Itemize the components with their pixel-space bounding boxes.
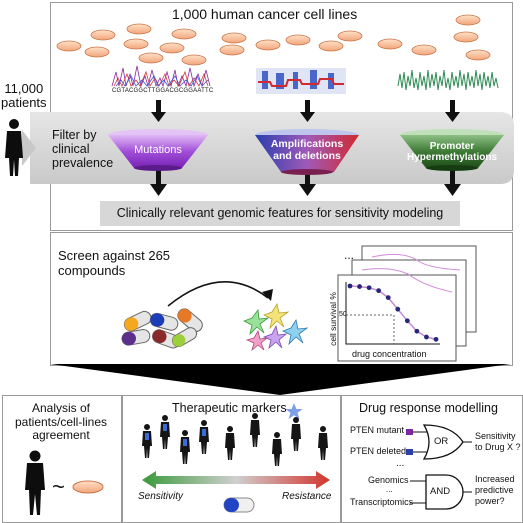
screen-arrowhead bbox=[262, 289, 273, 301]
or-gate-label: OR bbox=[434, 436, 449, 447]
chart-point bbox=[376, 288, 382, 294]
chart-axes bbox=[345, 282, 440, 345]
petri-dish-icon bbox=[72, 480, 104, 494]
genomics-label: Genomics bbox=[368, 475, 409, 485]
sensitivity-label: Sensitivity bbox=[138, 491, 184, 502]
chart-ellipsis: ... bbox=[344, 248, 355, 262]
patient-silhouette-icon bbox=[5, 119, 23, 176]
chart-ytick-50: 50 bbox=[339, 311, 347, 318]
sensitivity-resistance-arrow bbox=[142, 471, 330, 489]
chart-point bbox=[424, 334, 429, 340]
or-gate-icon bbox=[406, 424, 472, 460]
funnel-label-amplifications: Amplifications and deletions bbox=[270, 138, 344, 162]
funnel-label-methylation: Promoter Hypermethylations bbox=[406, 141, 498, 163]
patients-label: 11,000 patients bbox=[1, 81, 47, 110]
star-icon bbox=[285, 403, 303, 419]
chart-point bbox=[366, 285, 372, 291]
resistance-label: Resistance bbox=[282, 491, 332, 502]
petri-dishes bbox=[56, 14, 491, 66]
chart-point bbox=[357, 284, 362, 289]
feature-arrows bbox=[150, 100, 461, 196]
pills-icon bbox=[121, 308, 203, 349]
dose-response-cards bbox=[337, 245, 477, 362]
modelling-title: Drug response modelling bbox=[359, 401, 498, 415]
dose-response-chart bbox=[345, 282, 440, 345]
features-label: Clinically relevant genomic features for… bbox=[116, 206, 444, 220]
chart-ylabel: cell survival % bbox=[327, 292, 338, 346]
chart-point bbox=[433, 336, 439, 342]
tilde: ~ bbox=[52, 474, 65, 499]
and-gate-icon bbox=[410, 474, 472, 510]
patient-icon-small bbox=[25, 450, 45, 515]
chart-xlabel: drug concentration bbox=[352, 349, 427, 359]
filter-label: Filter by clinical prevalence bbox=[52, 128, 114, 170]
screen-arrow bbox=[167, 281, 269, 307]
dna-sequence: CGTACGGCTTGGACGCGGAATTC bbox=[112, 88, 214, 94]
methylation-signal-icon bbox=[397, 69, 499, 91]
genomics-dots: ... bbox=[386, 485, 393, 494]
chart-point bbox=[347, 283, 353, 289]
markers-title: Therapeutic markers bbox=[172, 401, 287, 415]
pten-mutant-label: PTEN mutant bbox=[350, 425, 405, 435]
chart-ic50-guide bbox=[346, 314, 395, 344]
pten-deleted-label: PTEN deleted bbox=[350, 446, 407, 456]
chart-point bbox=[404, 318, 410, 324]
cell-lines-title: 1,000 human cancer cell lines bbox=[172, 6, 358, 22]
patients-arrow bbox=[22, 130, 36, 166]
sequencing-trace-icon bbox=[111, 65, 211, 88]
transcriptomics-label: Transcriptomics bbox=[350, 497, 414, 507]
modelling-ellipsis: ... bbox=[396, 458, 405, 469]
funnels bbox=[108, 129, 504, 175]
chart-series-line bbox=[349, 285, 437, 341]
chart-point bbox=[385, 295, 391, 300]
features-band bbox=[100, 201, 460, 226]
or-output-label: Sensitivity to Drug X ? bbox=[475, 431, 521, 452]
agreement-title: Analysis of patients/cell-lines agreemen… bbox=[14, 401, 108, 442]
and-output-label: Increased predictive power? bbox=[475, 474, 515, 506]
screen-title: Screen against 265 compounds bbox=[58, 248, 171, 278]
funnel-label-mutations: Mutations bbox=[134, 144, 182, 156]
patient-group-icons bbox=[142, 413, 328, 466]
copy-number-plot-icon bbox=[256, 68, 346, 94]
cells-icon bbox=[243, 302, 309, 352]
and-gate-label: AND bbox=[430, 486, 451, 497]
capsule-icon bbox=[223, 497, 255, 513]
big-transition-arrow bbox=[50, 364, 511, 395]
chart-point bbox=[414, 328, 420, 334]
chart-point bbox=[395, 306, 401, 312]
